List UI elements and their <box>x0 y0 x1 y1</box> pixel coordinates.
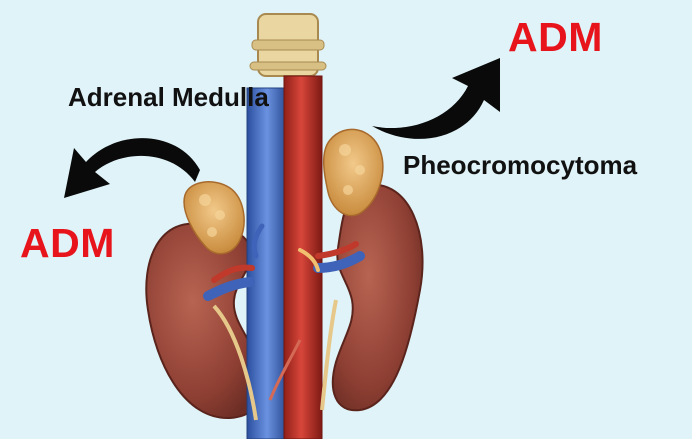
adrenal-medulla-label: Adrenal Medulla <box>68 82 269 113</box>
pheochromocytoma-label: Pheocromocytoma <box>403 150 637 181</box>
curved-arrow-left-icon <box>64 138 200 198</box>
left-kidney <box>146 224 262 418</box>
curved-arrow-right-icon <box>372 58 500 139</box>
vena-cava <box>247 88 287 439</box>
adm-left-label: ADM <box>20 220 115 267</box>
right-kidney <box>333 185 423 411</box>
adm-top-label: ADM <box>508 14 603 61</box>
vertebra <box>250 14 326 76</box>
